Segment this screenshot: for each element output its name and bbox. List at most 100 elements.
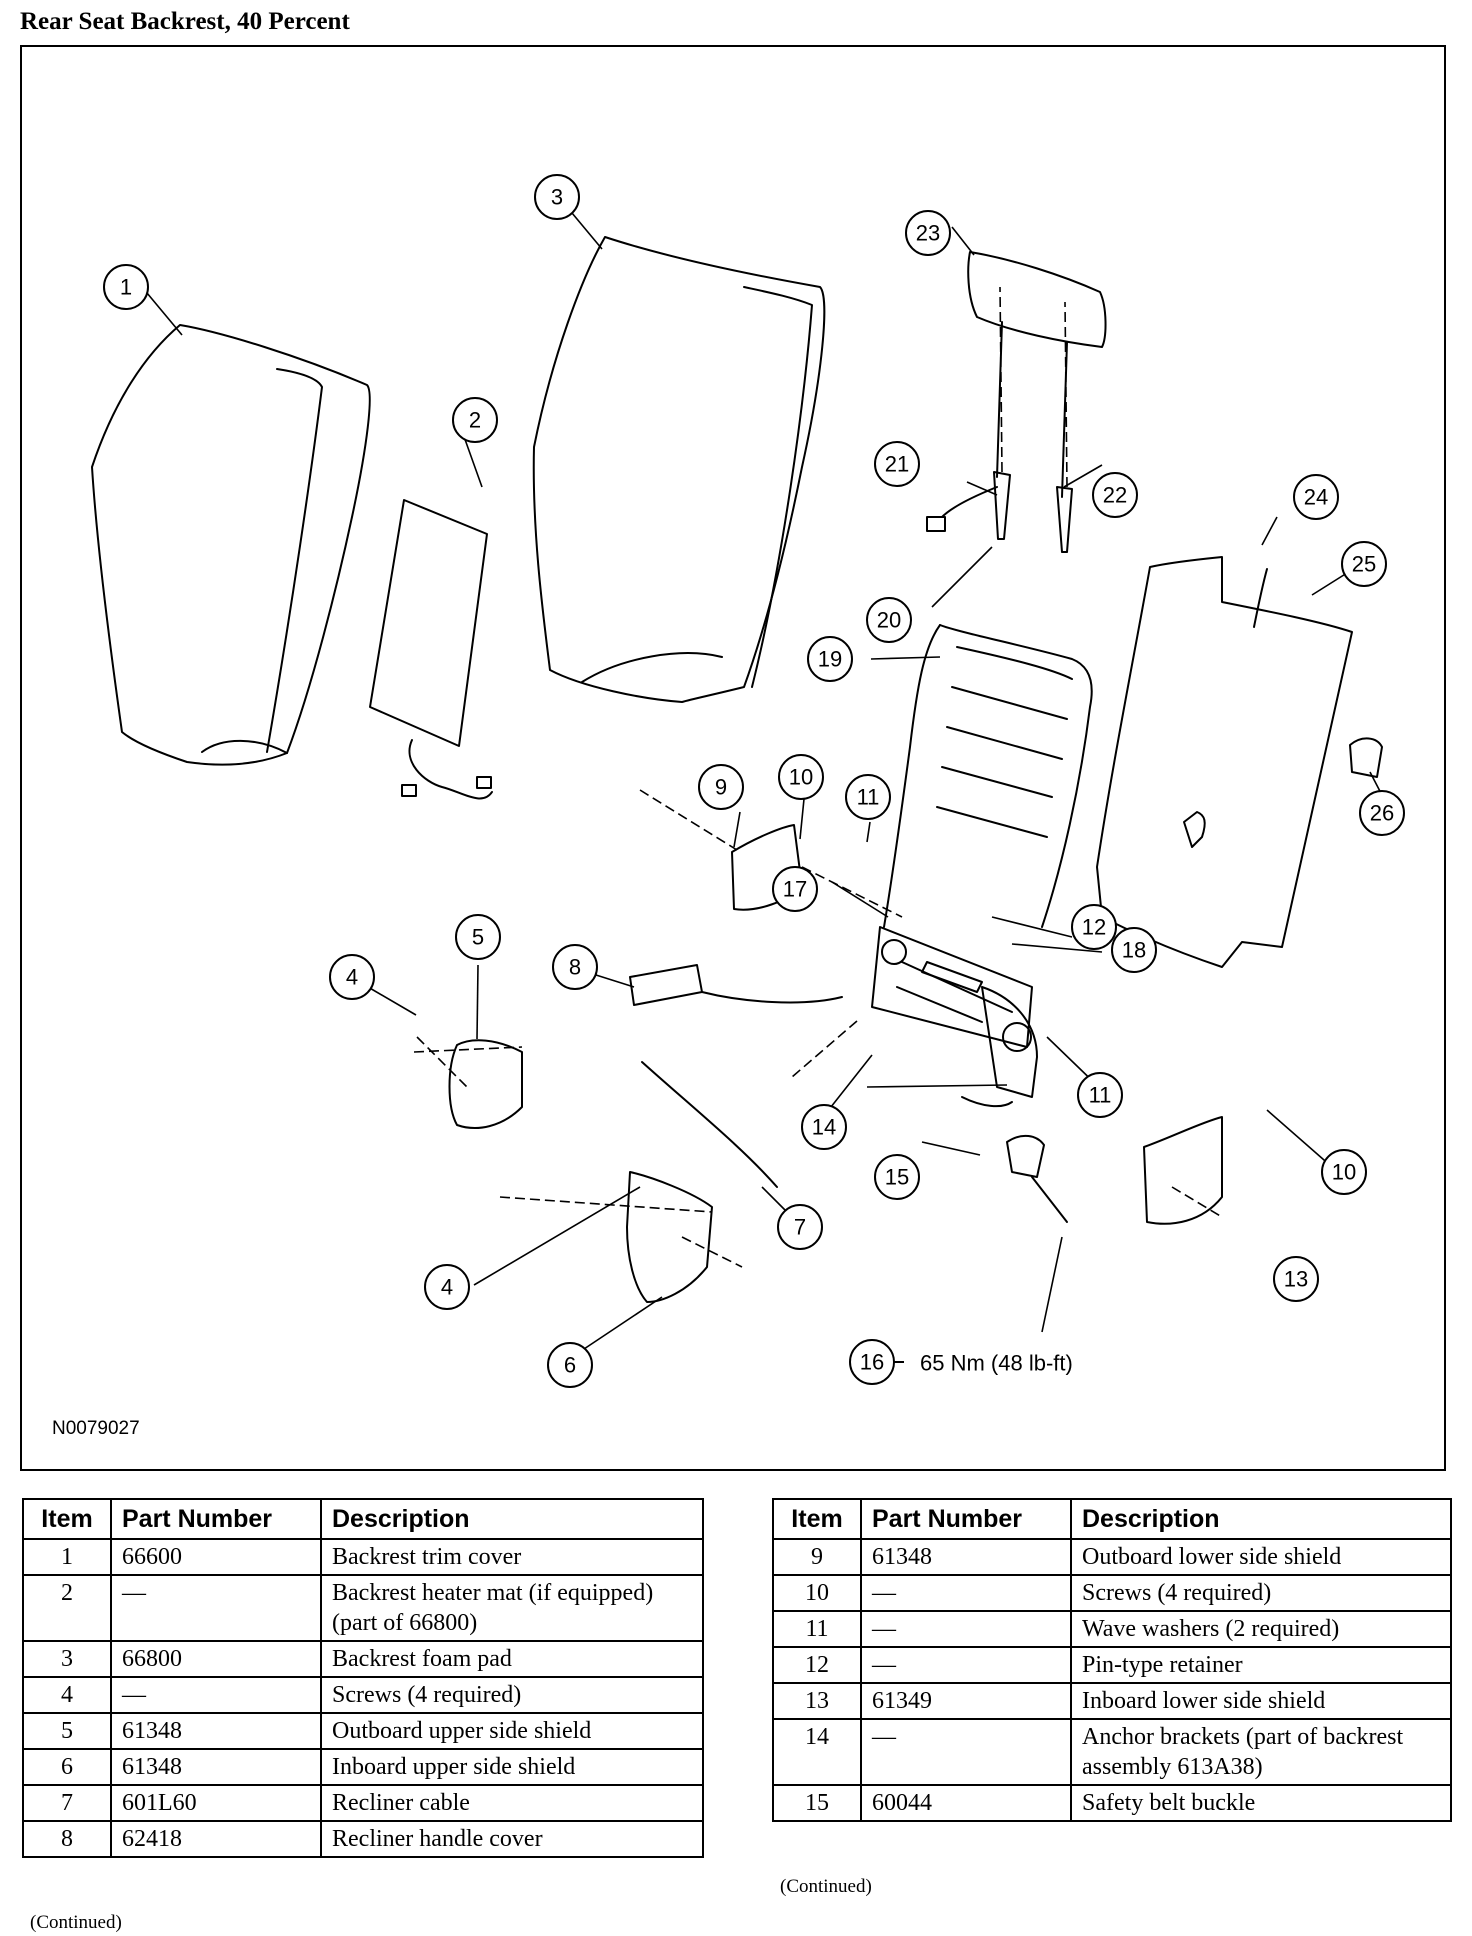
cell-desc: Outboard upper side shield xyxy=(320,1712,704,1750)
figure-id: N0079027 xyxy=(52,1418,140,1439)
clip-drawing xyxy=(1349,737,1383,778)
cell-item: 15 xyxy=(772,1784,862,1822)
header-item: Item xyxy=(22,1498,112,1540)
diagram-drawing: 1 2 3 4 4 5 6 7 8 9 10 10 11 11 12 13 14… xyxy=(91,174,1405,1388)
callout-20: 20 xyxy=(877,608,901,633)
cell-item: 13 xyxy=(772,1682,862,1720)
recliner-cable-drawing xyxy=(641,1061,778,1188)
callout-22: 22 xyxy=(1103,483,1127,508)
callout-21: 21 xyxy=(885,452,909,477)
callout-14: 14 xyxy=(812,1115,836,1140)
cell-item: 2 xyxy=(22,1574,112,1642)
cell-desc: Screws (4 required) xyxy=(320,1676,704,1714)
cell-desc: Backrest trim cover xyxy=(320,1538,704,1576)
cell-item: 3 xyxy=(22,1640,112,1678)
cell-desc: Inboard lower side shield xyxy=(1070,1682,1452,1720)
cell-part: 61349 xyxy=(860,1682,1072,1720)
cell-desc: Backrest foam pad xyxy=(320,1640,704,1678)
cell-item: 8 xyxy=(22,1820,112,1858)
table-row: 2—Backrest heater mat (if equipped) (par… xyxy=(22,1574,704,1642)
callout-10a: 10 xyxy=(789,765,813,790)
cell-item: 7 xyxy=(22,1784,112,1822)
callout-11b: 11 xyxy=(1089,1083,1112,1108)
callout-15: 15 xyxy=(885,1165,909,1190)
outboard-upper-shield-drawing xyxy=(448,1039,523,1129)
cell-desc: Recliner cable xyxy=(320,1784,704,1822)
callout-10b: 10 xyxy=(1332,1160,1356,1185)
cell-item: 1 xyxy=(22,1538,112,1576)
callout-4b: 4 xyxy=(441,1275,453,1300)
cell-desc: Screws (4 required) xyxy=(1070,1574,1452,1612)
cell-part: — xyxy=(860,1646,1072,1684)
cell-part: 60044 xyxy=(860,1784,1072,1822)
callout-8: 8 xyxy=(569,955,581,980)
callout-7: 7 xyxy=(794,1215,806,1240)
callout-3: 3 xyxy=(551,185,563,210)
backrest-frame-drawing xyxy=(871,624,1093,1108)
page-title: Rear Seat Backrest, 40 Percent xyxy=(20,8,350,35)
callout-1: 1 xyxy=(120,275,132,300)
cell-item: 10 xyxy=(772,1574,862,1612)
cell-desc: Backrest heater mat (if equipped) (part … xyxy=(320,1574,704,1642)
cell-item: 6 xyxy=(22,1748,112,1786)
callout-17: 17 xyxy=(783,877,807,902)
callout-5: 5 xyxy=(472,925,484,950)
callout-2: 2 xyxy=(469,408,481,433)
callout-24: 24 xyxy=(1304,485,1328,510)
continued-note-left: (Continued) xyxy=(30,1912,122,1933)
header-part-number: Part Number xyxy=(110,1498,322,1540)
table-row: 10—Screws (4 required) xyxy=(772,1574,1452,1612)
callout-25: 25 xyxy=(1352,552,1376,577)
table-row: 4—Screws (4 required) xyxy=(22,1676,704,1714)
cell-part: — xyxy=(860,1610,1072,1648)
table-row: 12—Pin-type retainer xyxy=(772,1646,1452,1684)
cell-part: — xyxy=(860,1574,1072,1612)
header-item: Item xyxy=(772,1498,862,1540)
cell-desc: Inboard upper side shield xyxy=(320,1748,704,1786)
cell-desc: Safety belt buckle xyxy=(1070,1784,1452,1822)
cell-item: 9 xyxy=(772,1538,862,1576)
cell-item: 4 xyxy=(22,1676,112,1714)
cell-part: 61348 xyxy=(860,1538,1072,1576)
header-description: Description xyxy=(1070,1498,1452,1540)
table-row: 14—Anchor brackets (part of backrest ass… xyxy=(772,1718,1452,1786)
header-description: Description xyxy=(320,1498,704,1540)
table-row: 11—Wave washers (2 required) xyxy=(772,1610,1452,1648)
callout-9: 9 xyxy=(715,775,727,800)
cell-part: 61348 xyxy=(110,1748,322,1786)
cell-part: 66800 xyxy=(110,1640,322,1678)
callout-12: 12 xyxy=(1082,915,1106,940)
cell-part: 62418 xyxy=(110,1820,322,1858)
headrest-drawing xyxy=(967,251,1107,498)
cell-part: 601L60 xyxy=(110,1784,322,1822)
heater-mat-drawing xyxy=(369,499,493,800)
cell-item: 12 xyxy=(772,1646,862,1684)
cell-desc: Wave washers (2 required) xyxy=(1070,1610,1452,1648)
callout-13: 13 xyxy=(1284,1267,1308,1292)
handle-cover-drawing xyxy=(629,964,703,1006)
cell-part: — xyxy=(860,1718,1072,1786)
cell-part: 61348 xyxy=(110,1712,322,1750)
cell-part: — xyxy=(110,1574,322,1642)
exploded-diagram: 1 2 3 4 4 5 6 7 8 9 10 10 11 11 12 13 14… xyxy=(20,45,1446,1471)
continued-note-right: (Continued) xyxy=(780,1876,872,1897)
cell-item: 5 xyxy=(22,1712,112,1750)
cell-desc: Anchor brackets (part of backrest assemb… xyxy=(1070,1718,1452,1786)
cell-part: 66600 xyxy=(110,1538,322,1576)
callout-18: 18 xyxy=(1122,938,1146,963)
cell-desc: Pin-type retainer xyxy=(1070,1646,1452,1684)
foam-pad-drawing xyxy=(532,236,826,703)
buckle-drawing xyxy=(1006,1134,1045,1178)
inboard-upper-shield-drawing xyxy=(626,1171,713,1303)
callout-23: 23 xyxy=(916,221,940,246)
